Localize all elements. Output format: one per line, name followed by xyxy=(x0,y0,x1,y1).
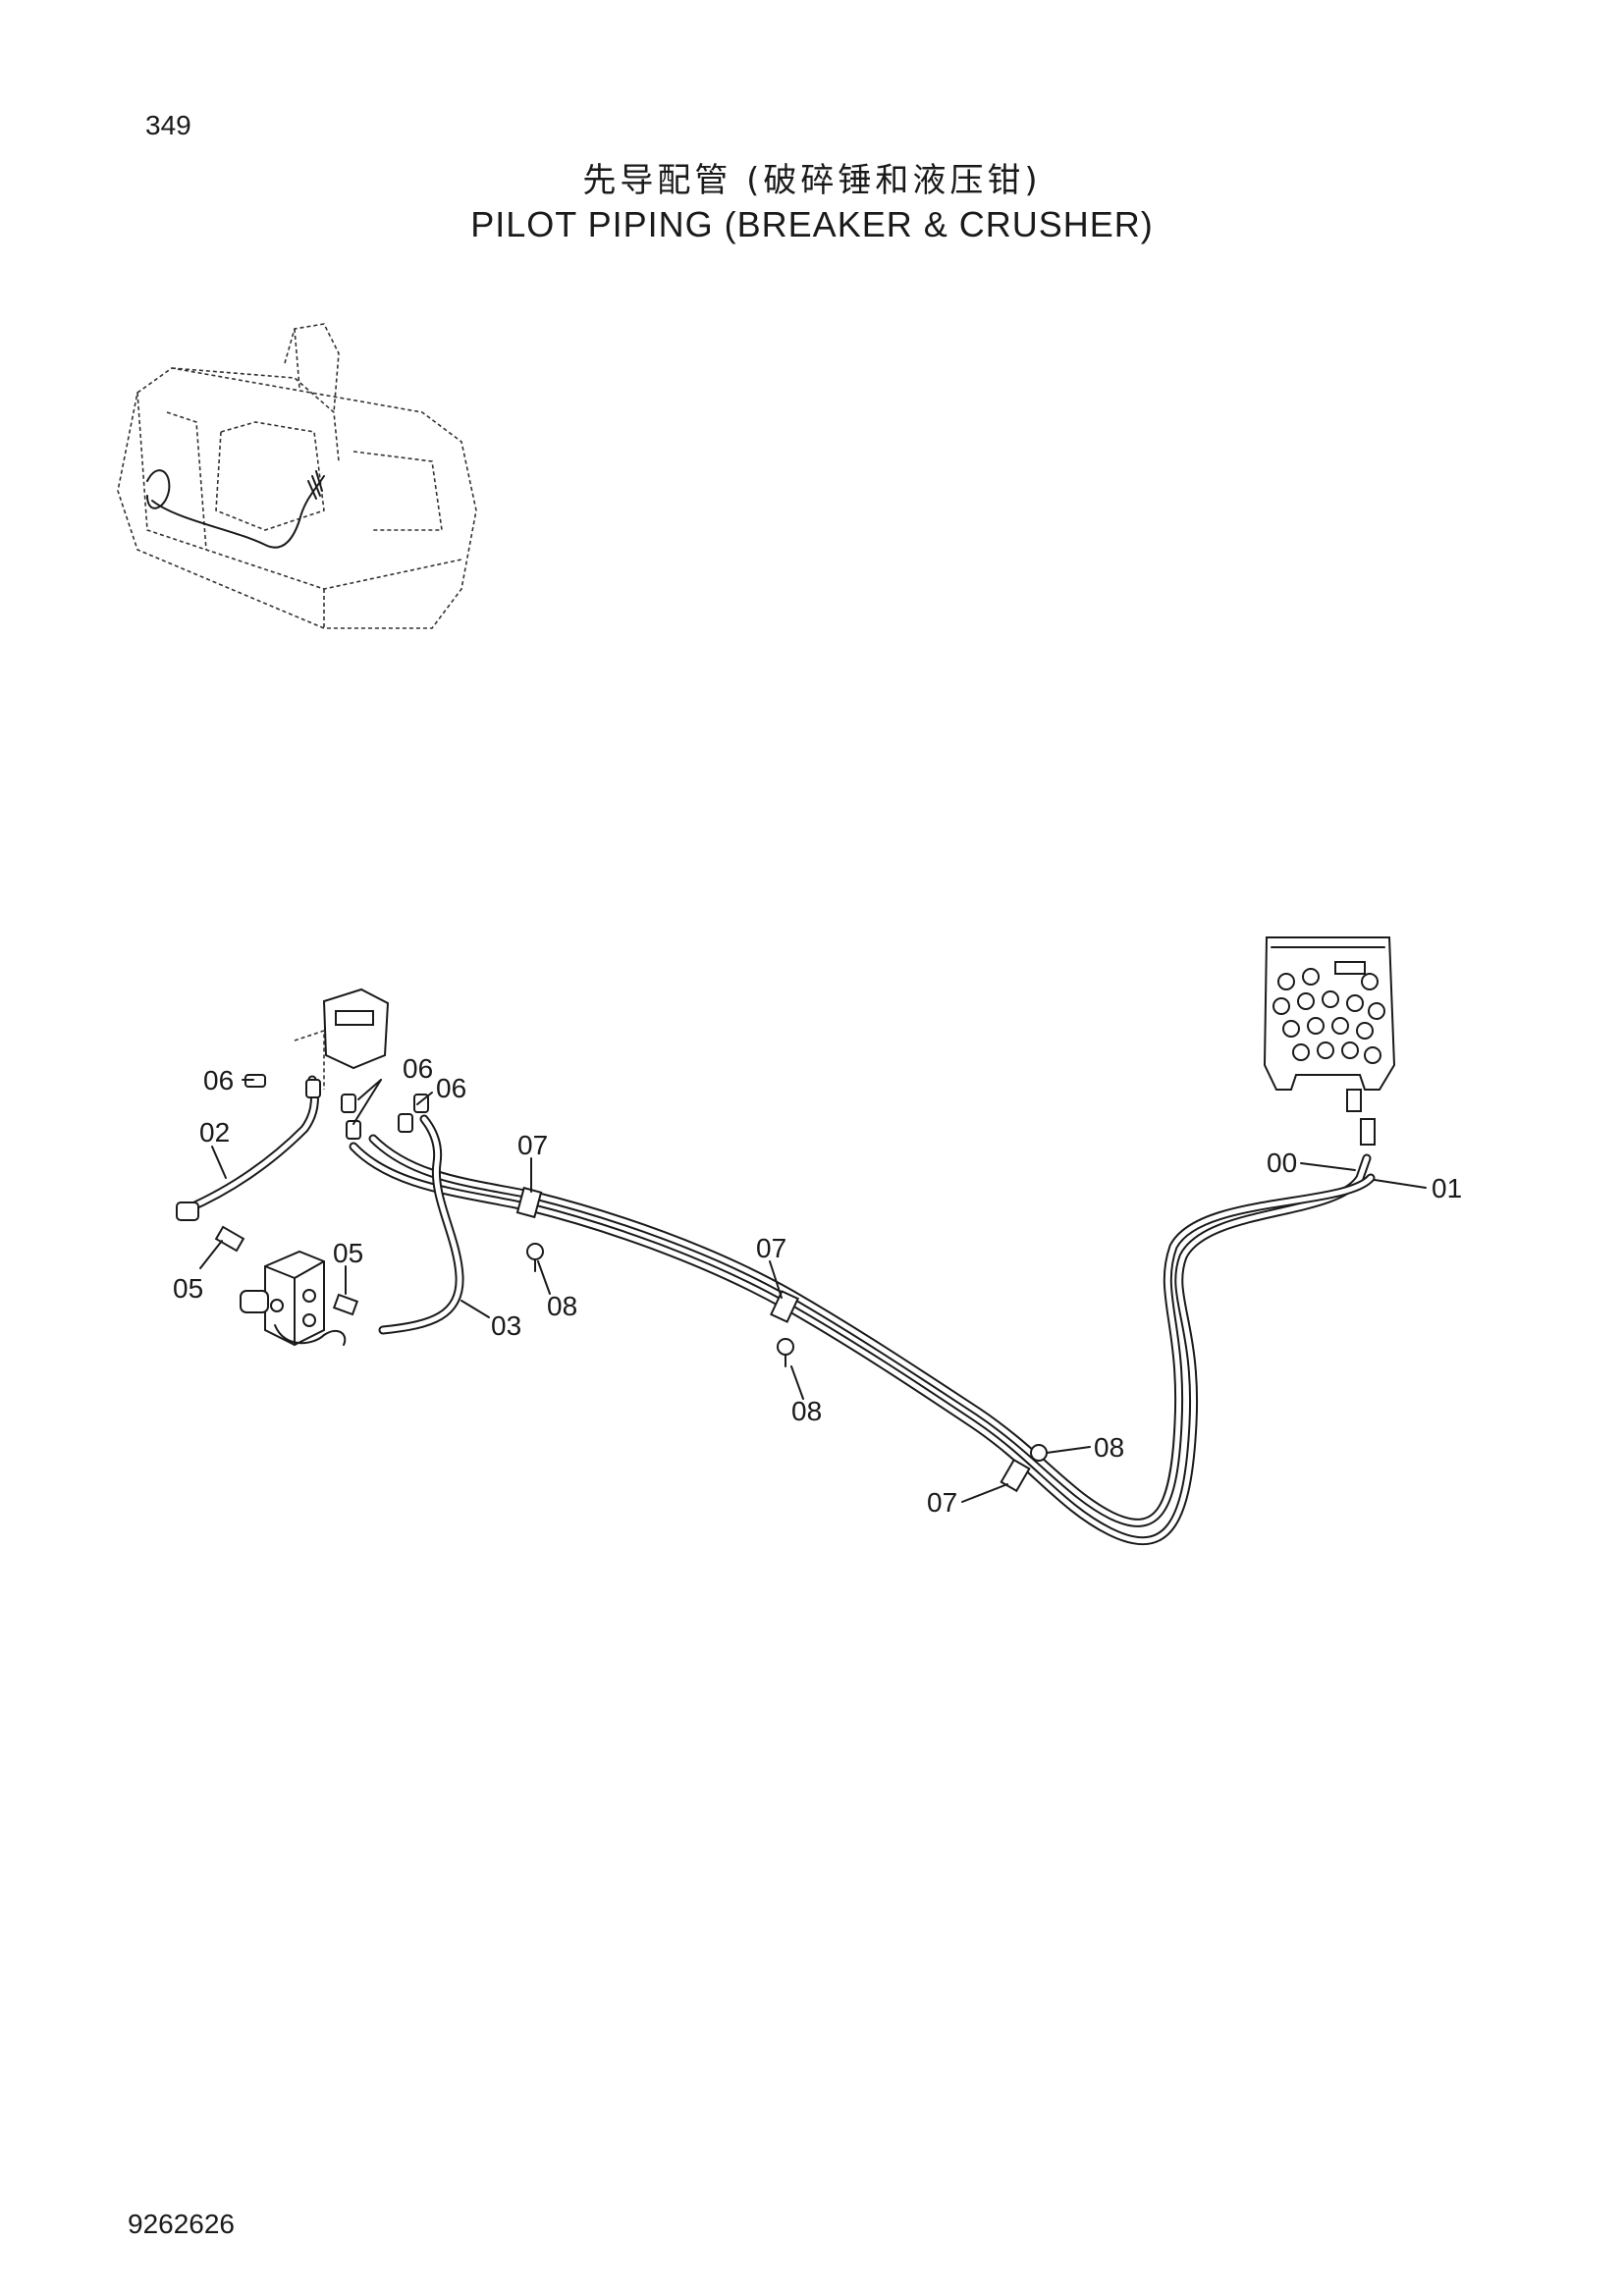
callout-05-right: 05 xyxy=(333,1238,363,1268)
callout-08-first: 08 xyxy=(547,1291,577,1321)
overview-cab-sketch xyxy=(117,323,477,629)
clamp-07-b xyxy=(770,1290,799,1323)
callout-06-right: 06 xyxy=(436,1073,466,1103)
leader-lines xyxy=(199,1079,1427,1503)
elbow-fitting-02-end xyxy=(176,1201,199,1221)
callout-00: 00 xyxy=(1267,1148,1297,1178)
callout-06-center: 06 xyxy=(403,1053,433,1084)
bolt-08-a xyxy=(526,1243,544,1272)
fitting-05-a xyxy=(214,1225,245,1253)
pilot-valve xyxy=(1263,936,1396,1146)
page-number: 349 xyxy=(145,110,191,140)
callout-03: 03 xyxy=(491,1310,521,1341)
fittings-06-cluster xyxy=(244,1074,429,1140)
callout-05-left: 05 xyxy=(173,1273,203,1304)
bolt-08-c xyxy=(1030,1444,1048,1462)
callout-08-right: 08 xyxy=(1094,1432,1124,1463)
document-number: 9262626 xyxy=(128,2209,236,2239)
callout-08-middle: 08 xyxy=(791,1396,822,1426)
title-english: PILOT PIPING (BREAKER & CRUSHER) xyxy=(470,204,1154,244)
hose-03 xyxy=(378,1114,464,1335)
bolt-08-b xyxy=(777,1338,794,1367)
callout-06-left: 06 xyxy=(203,1065,234,1095)
solenoid-valve-block xyxy=(240,1250,347,1347)
callout-07-bottom: 07 xyxy=(927,1487,957,1518)
callout-07-middle: 07 xyxy=(756,1233,786,1263)
switch-bracket xyxy=(294,988,390,1090)
clamp-07-a xyxy=(515,1186,543,1219)
hose-assembly-main xyxy=(349,1134,1376,1546)
callout-02: 02 xyxy=(199,1117,230,1148)
callout-07-first: 07 xyxy=(517,1130,548,1160)
callout-01: 01 xyxy=(1432,1173,1462,1203)
fitting-05-b xyxy=(332,1293,359,1316)
title-chinese: 先导配管 (破碎锤和液压钳) xyxy=(582,161,1042,200)
clamp-07-c xyxy=(1000,1458,1031,1493)
